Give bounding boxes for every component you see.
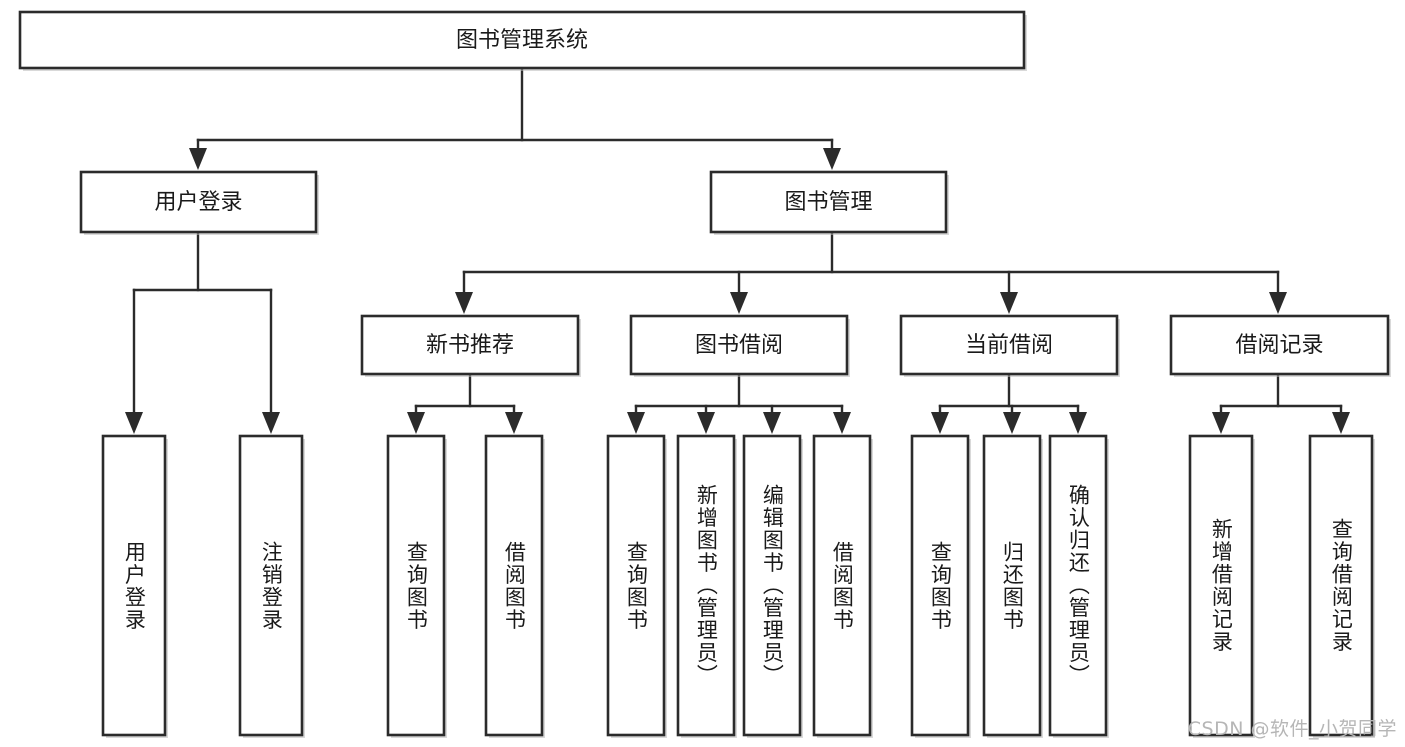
arrow-head-icon [1269, 292, 1287, 314]
arrow-head-icon [1069, 412, 1087, 434]
node-label-user-login: 用户登录 [154, 190, 242, 215]
arrow-head-icon [730, 292, 748, 314]
node-box-leaf-borrow-book-2[interactable] [812, 434, 872, 737]
node-box-user-login[interactable] [79, 170, 318, 234]
node-box-borrow-record[interactable] [1169, 314, 1390, 376]
node-label-borrow-record: 借阅记录 [1235, 333, 1323, 358]
node-box-leaf-query-borrow-record[interactable] [1308, 434, 1374, 737]
node-label-book-manage: 图书管理 [784, 190, 872, 215]
arrow-head-icon [627, 412, 645, 434]
node-label-new-book-recommend: 新书推荐 [426, 333, 514, 358]
arrow-head-icon [1332, 412, 1350, 434]
node-box-leaf-confirm-return[interactable] [1048, 434, 1108, 737]
arrow-head-icon [262, 412, 280, 434]
arrow-head-icon [763, 412, 781, 434]
arrow-head-icon [1212, 412, 1230, 434]
arrow-head-icon [407, 412, 425, 434]
node-box-book-manage[interactable] [709, 170, 948, 234]
node-box-leaf-query-book-3[interactable] [910, 434, 970, 737]
node-box-leaf-add-book[interactable] [676, 434, 736, 737]
arrow-head-icon [1000, 292, 1018, 314]
node-label-root: 图书管理系统 [456, 28, 588, 53]
arrow-head-icon [697, 412, 715, 434]
arrow-head-icon [931, 412, 949, 434]
node-box-leaf-edit-book[interactable] [742, 434, 802, 737]
watermark-text: CSDN @软件_小贺同学 [1187, 718, 1397, 740]
arrow-head-icon [1003, 412, 1021, 434]
arrow-head-icon [833, 412, 851, 434]
arrowheads-layer [125, 148, 1350, 434]
node-box-new-book-recommend[interactable] [360, 314, 580, 376]
node-box-book-borrow[interactable] [629, 314, 849, 376]
node-box-leaf-query-book-2[interactable] [606, 434, 666, 737]
node-box-leaf-user-login[interactable] [101, 434, 167, 737]
arrow-head-icon [505, 412, 523, 434]
node-label-book-borrow: 图书借阅 [695, 333, 783, 358]
node-box-leaf-return-book[interactable] [982, 434, 1042, 737]
node-box-leaf-borrow-book-1[interactable] [484, 434, 544, 737]
node-label-current-borrow: 当前借阅 [965, 333, 1053, 358]
arrow-head-icon [823, 148, 841, 170]
node-box-leaf-logout[interactable] [238, 434, 304, 737]
node-box-current-borrow[interactable] [899, 314, 1119, 376]
node-box-root[interactable] [18, 10, 1026, 70]
arrow-head-icon [455, 292, 473, 314]
boxes-layer [18, 10, 1391, 738]
arrow-head-icon [125, 412, 143, 434]
arrow-head-icon [189, 148, 207, 170]
node-box-leaf-query-book-1[interactable] [386, 434, 446, 737]
node-box-leaf-add-borrow-record[interactable] [1188, 434, 1254, 737]
